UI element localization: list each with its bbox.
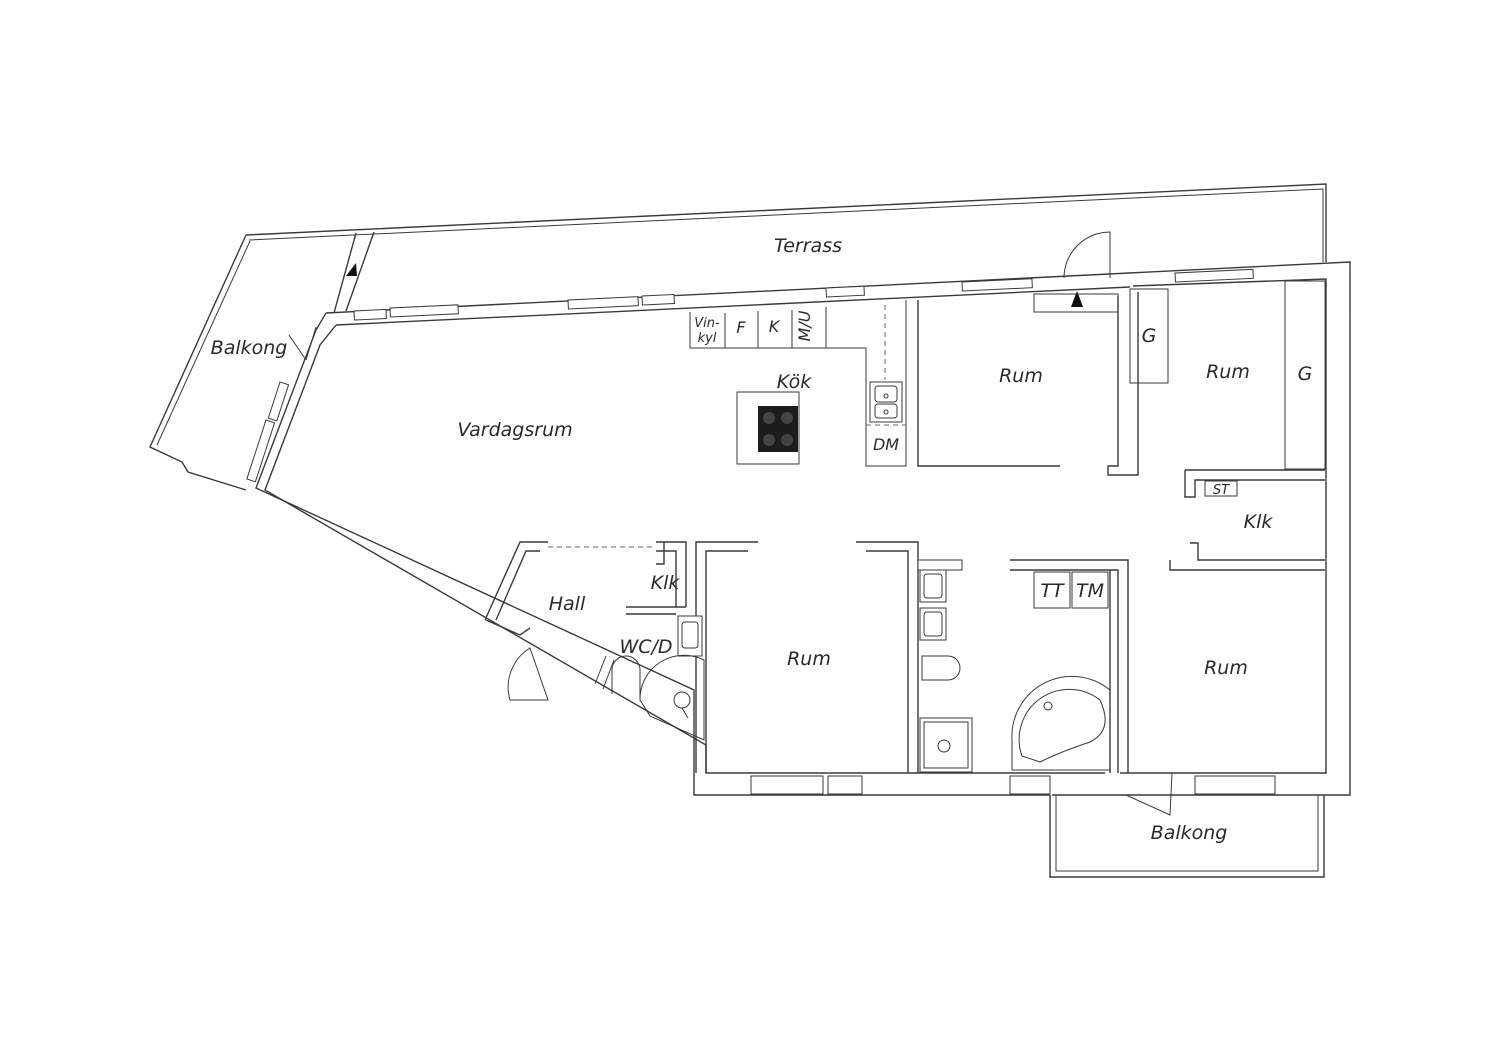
kitchen-fixtures [689,300,907,467]
room-label-rum-southeast: Rum [1204,657,1248,679]
unit-label-vinkyl-1: Vin- [694,316,720,331]
unit-label-k: K [769,317,781,336]
terrace-outline [245,183,1327,314]
room-label-klk-east: Klk [1244,511,1274,533]
room-label-rum-center: Rum [787,648,831,670]
bathroom-fixtures [919,569,1111,773]
unit-label-tm: TM [1076,580,1104,602]
room-label-klk-hall: Klk [651,572,681,594]
room-label-terrass: Terrass [774,235,842,257]
room-label-st: ST [1213,483,1230,498]
unit-label-dm: DM [873,435,899,454]
room-label-vardagsrum: Vardagsrum [457,419,572,441]
room-label-balkong-south: Balkong [1151,822,1228,844]
unit-label-f: F [736,318,746,337]
unit-label-m-u: M/U [795,310,814,341]
unit-label-vinkyl-2: kyl [698,331,717,346]
wc-fixtures [611,615,705,741]
interior-walls [484,280,1326,773]
room-label-g-left: G [1142,325,1157,347]
room-label-g-right: G [1298,363,1313,385]
windows [246,268,1276,795]
entrance-arrows [346,263,1083,307]
room-label-kok: Kök [777,371,812,393]
unit-label-tt: TT [1040,580,1065,602]
south-balcony-outline [1049,772,1325,878]
room-label-hall: Hall [549,593,586,615]
room-label-wc-d: WC/D [619,636,672,658]
room-label-rum-northeast: Rum [1206,361,1250,383]
room-label-balkong-west: Balkong [211,337,288,359]
room-label-rum-north: Rum [999,365,1043,387]
west-balcony-outline [149,234,317,491]
